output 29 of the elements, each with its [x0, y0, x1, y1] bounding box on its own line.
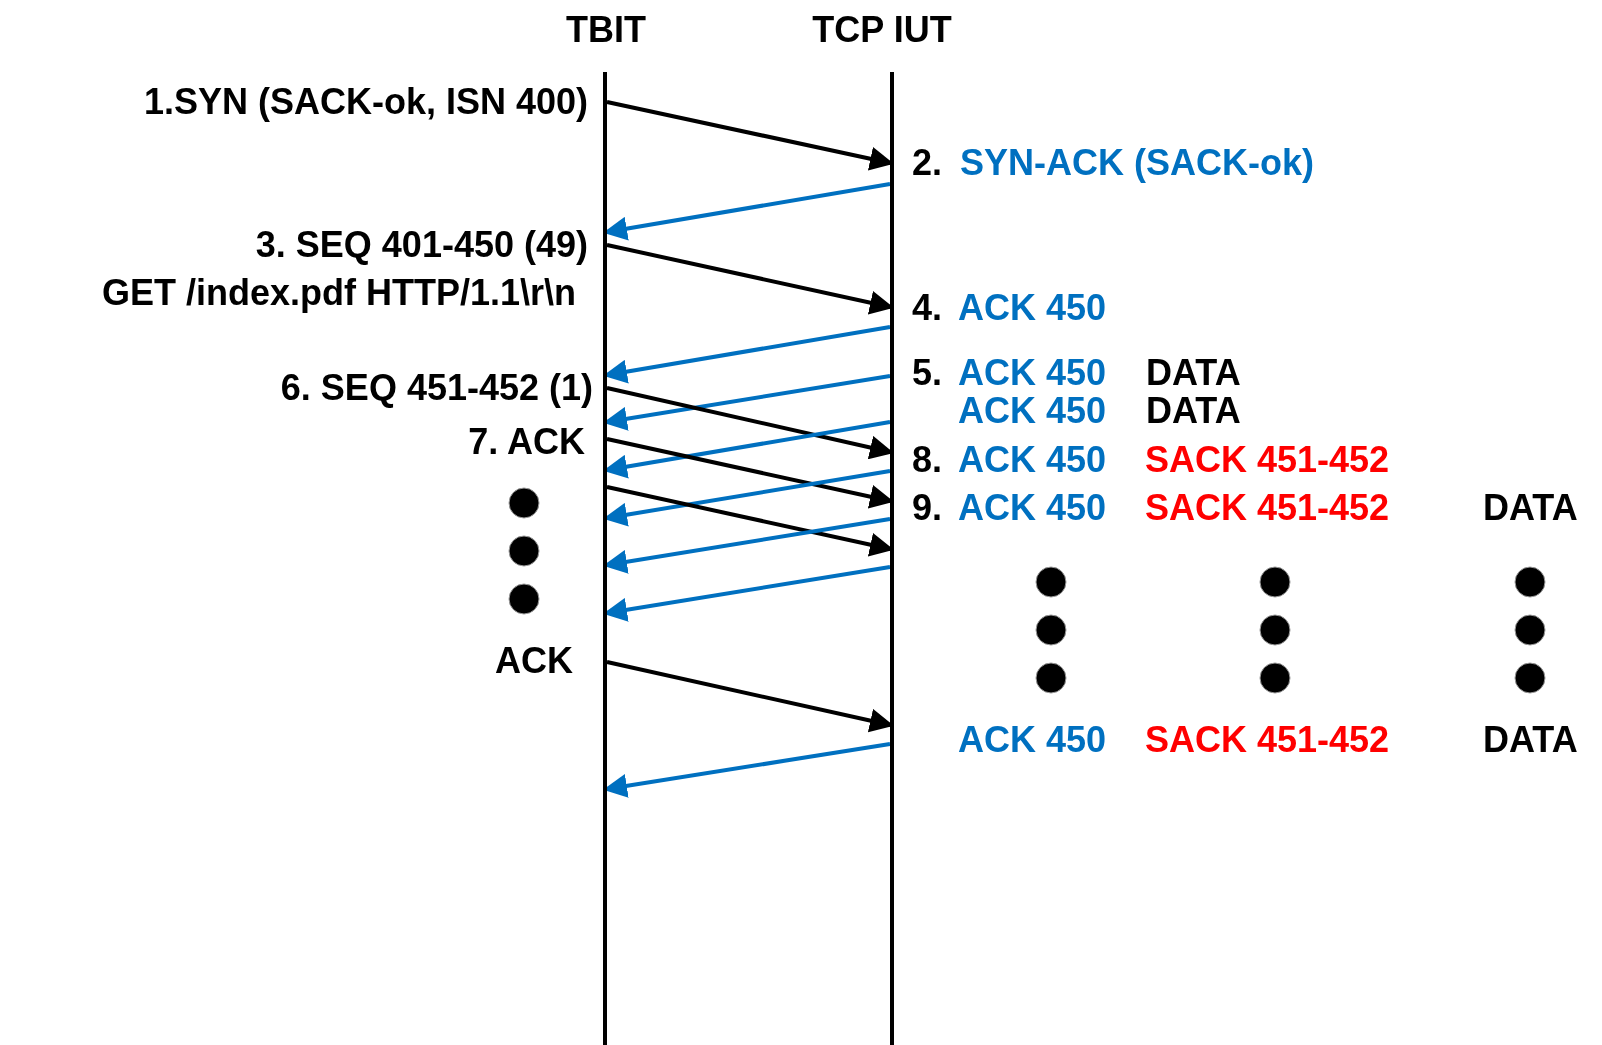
- message-label: SACK 451-452: [1145, 490, 1390, 526]
- message-label: GET /index.pdf HTTP/1.1\r\n: [101, 275, 576, 311]
- message-label: 3. SEQ 401-450 (49): [255, 227, 588, 263]
- message-label: 6. SEQ 451-452 (1): [280, 370, 593, 406]
- message-label: DATA: [1483, 490, 1578, 526]
- message-label: 1.SYN (SACK-ok, ISN 400): [143, 84, 588, 120]
- message-label: ACK 450: [958, 355, 1107, 391]
- message-label: 7. ACK: [468, 424, 585, 460]
- message-label: DATA: [1146, 393, 1241, 429]
- message-label: ACK 450: [958, 442, 1107, 478]
- message-label: ACK 450: [958, 490, 1107, 526]
- message-label: ACK: [495, 643, 573, 679]
- message-label: ACK 450: [958, 722, 1107, 758]
- message-label: 8.: [912, 442, 943, 478]
- message-label: ACK 450: [958, 393, 1107, 429]
- message-label: DATA: [1146, 355, 1241, 391]
- message-label: 2.: [912, 145, 943, 181]
- lifeline: [603, 72, 607, 1045]
- message-label: SACK 451-452: [1145, 442, 1390, 478]
- message-label: DATA: [1483, 722, 1578, 758]
- lifeline-label: TBIT: [566, 12, 646, 48]
- message-label: ACK 450: [958, 290, 1107, 326]
- lifeline: [890, 72, 894, 1045]
- message-label: 9.: [912, 490, 943, 526]
- message-label: SYN-ACK (SACK-ok): [960, 145, 1314, 181]
- message-label: SACK 451-452: [1145, 722, 1390, 758]
- lifeline-label: TCP IUT: [812, 12, 952, 48]
- message-label: 5.: [912, 355, 943, 391]
- message-label: 4.: [912, 290, 943, 326]
